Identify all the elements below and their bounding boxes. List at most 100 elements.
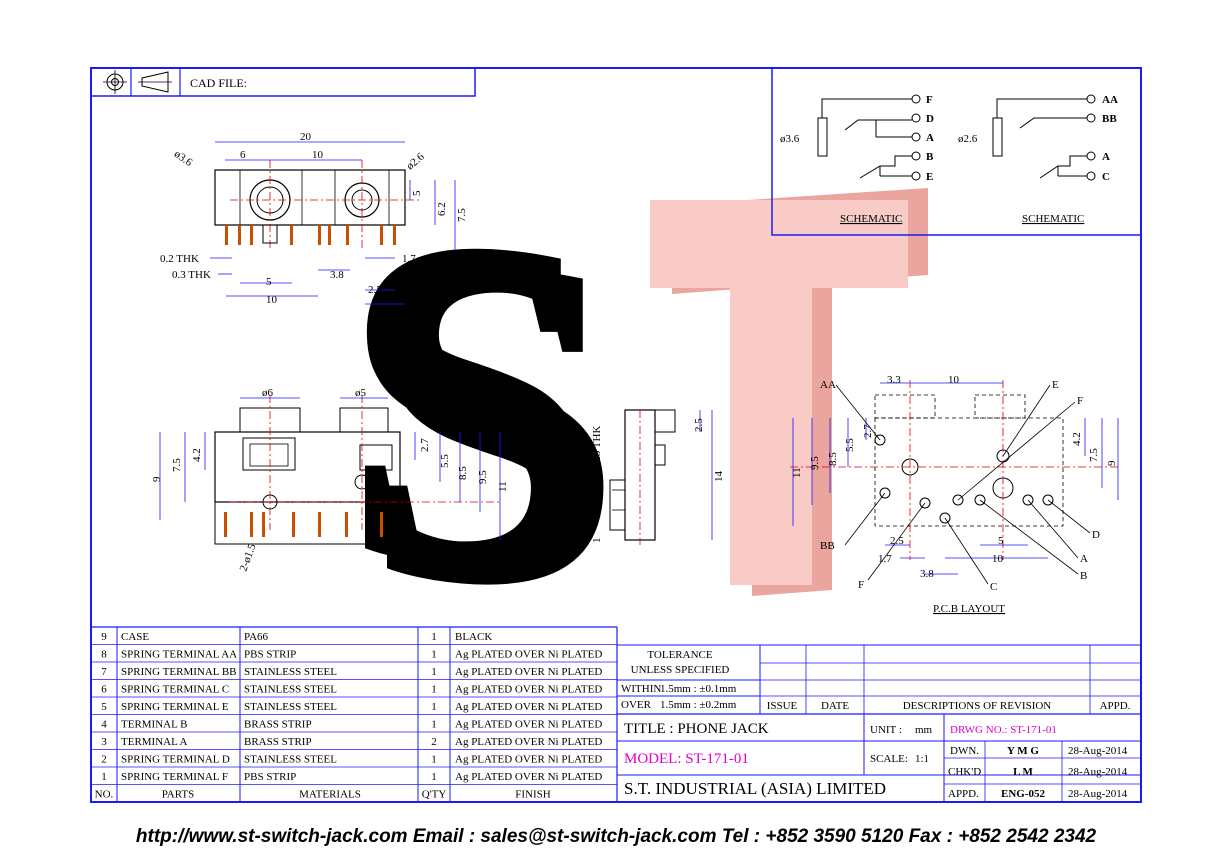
bom-cell-finish: Ag PLATED OVER Ni PLATED bbox=[455, 649, 602, 661]
drawing-number: DRWG NO.: ST-171-01 bbox=[950, 724, 1057, 736]
pcb-pin-e: E bbox=[1052, 379, 1059, 391]
pcb-dim-42: 4.2 bbox=[1071, 432, 1083, 446]
title-text: TITLE : PHONE JACK bbox=[624, 721, 769, 737]
bom-header-no: NO. bbox=[95, 789, 114, 801]
chk-value: L M bbox=[1013, 766, 1033, 778]
schematic-pin-bb: BB bbox=[1102, 113, 1117, 125]
schematic-pin-b: B bbox=[926, 151, 934, 163]
top-dim-d36: ø3.6 bbox=[172, 148, 195, 169]
top-dim-5b: 5 bbox=[266, 276, 272, 288]
top-dim-17: 1.7 bbox=[402, 253, 416, 265]
bom-cell-material: STAINLESS STEEL bbox=[244, 754, 337, 766]
bom-cell-finish: Ag PLATED OVER Ni PLATED bbox=[455, 719, 602, 731]
front-dim-42: 4.2 bbox=[191, 448, 203, 462]
bom-cell-part: CASE bbox=[121, 631, 149, 643]
rev-issue: ISSUE bbox=[767, 700, 798, 712]
top-thk-02: 0.2 THK bbox=[160, 253, 199, 265]
pcb-dim-55: 5.5 bbox=[844, 438, 856, 452]
pcb-pin-a: A bbox=[1080, 553, 1088, 565]
pcb-dim-33: 3.3 bbox=[887, 374, 901, 386]
top-thk-03: 0.3 THK bbox=[172, 269, 211, 281]
bom-cell-no: 4 bbox=[101, 719, 107, 731]
bom-cell-material: BRASS STRIP bbox=[244, 719, 312, 731]
bom-cell-qty: 1 bbox=[431, 771, 437, 783]
bom-cell-no: 2 bbox=[101, 754, 107, 766]
sheet-border bbox=[90, 67, 1142, 803]
pcb-pin-bb: BB bbox=[820, 540, 835, 552]
top-dim-75: 7.5 bbox=[456, 208, 468, 222]
model-text: MODEL: ST-171-01 bbox=[624, 751, 749, 767]
top-dim-10b: 10 bbox=[266, 294, 278, 306]
tolerance-over-value: 1.5mm : ±0.2mm bbox=[660, 699, 737, 711]
schematic-pin-e: E bbox=[926, 171, 933, 183]
bom-cell-no: 1 bbox=[101, 771, 107, 783]
bom-cell-part: TERMINAL B bbox=[121, 719, 188, 731]
top-dim-20: 20 bbox=[300, 131, 312, 143]
front-dim-d6: ø6 bbox=[262, 387, 274, 399]
schematic-left-diameter: ø3.6 bbox=[780, 133, 800, 145]
side-dim-25: 2.5 bbox=[693, 418, 705, 432]
front-dim-85: 8.5 bbox=[457, 466, 469, 480]
side-dim-1: 1 bbox=[591, 538, 603, 544]
front-dim-95: 9.5 bbox=[477, 470, 489, 484]
chk-label: CHK'D bbox=[948, 766, 981, 778]
tolerance-within-value: 1.5mm : ±0.1mm bbox=[660, 683, 737, 695]
pcb-dim-85: 8.5 bbox=[827, 452, 839, 466]
tolerance-over-label: OVER bbox=[621, 699, 652, 711]
pcb-dim-9: 9 bbox=[1106, 460, 1118, 466]
bom-cell-finish: Ag PLATED OVER Ni PLATED bbox=[455, 701, 602, 713]
projection-circle-icon bbox=[103, 70, 127, 94]
cad-file-label: CAD FILE: bbox=[190, 76, 247, 90]
bom-cell-part: SPRING TERMINAL D bbox=[121, 754, 230, 766]
top-view: 20 6 10 ø3.6 ø2.6 5 6.2 7.5 0.2 THK 0.3 … bbox=[160, 131, 468, 315]
top-dim-6: 6 bbox=[240, 149, 246, 161]
bom-cell-no: 9 bbox=[101, 631, 107, 643]
bom-cell-qty: 2 bbox=[431, 736, 437, 748]
bom-header-qty: Q'TY bbox=[422, 789, 447, 801]
watermark-s: S bbox=[340, 141, 601, 662]
bom-cell-material: STAINLESS STEEL bbox=[244, 684, 337, 696]
bom-cell-finish: Ag PLATED OVER Ni PLATED bbox=[455, 736, 602, 748]
appd-label: APPD. bbox=[948, 788, 979, 800]
tolerance-title: TOLERANCE bbox=[647, 649, 712, 661]
schematic-panel: ø3.6 F D A B E SCHEMATIC ø2.6 bbox=[771, 67, 1142, 236]
front-dim-11: 11 bbox=[497, 481, 509, 492]
front-dim-27: 2.7 bbox=[419, 438, 431, 452]
pcb-pin-d: D bbox=[1092, 529, 1100, 541]
bom-cell-material: STAINLESS STEEL bbox=[244, 666, 337, 678]
watermark-st: S S bbox=[340, 141, 928, 682]
top-dim-62: 6.2 bbox=[436, 202, 448, 216]
bom-cell-qty: 1 bbox=[431, 719, 437, 731]
bom-cell-part: SPRING TERMINAL C bbox=[121, 684, 229, 696]
unit-label: UNIT : bbox=[870, 724, 902, 736]
bom-cell-part: SPRING TERMINAL E bbox=[121, 701, 229, 713]
front-hole-label: 2-ø1.5 bbox=[238, 542, 259, 573]
schematic-left-label: SCHEMATIC bbox=[840, 213, 902, 225]
rev-date: DATE bbox=[821, 700, 849, 712]
pcb-dim-5: 5 bbox=[998, 535, 1004, 547]
appd-value: ENG-052 bbox=[1001, 788, 1046, 800]
tolerance-subtitle: UNLESS SPECIFIED bbox=[631, 664, 730, 676]
scale-label: SCALE: bbox=[870, 753, 908, 765]
pcb-dim-38: 3.8 bbox=[920, 568, 934, 580]
pcb-dim-95: 9.5 bbox=[809, 456, 821, 470]
cad-file-box: CAD FILE: bbox=[90, 67, 476, 97]
schematic-left: ø3.6 F D A B E SCHEMATIC bbox=[780, 94, 934, 225]
bom-cell-material: PA66 bbox=[244, 631, 269, 643]
pcb-pin-f2: F bbox=[858, 579, 864, 591]
watermark-s-shadow: S bbox=[362, 161, 623, 682]
title-block: ISSUE DATE DESCRIPTIONS OF REVISION APPD… bbox=[617, 644, 1141, 802]
bom-cell-finish: Ag PLATED OVER Ni PLATED bbox=[455, 754, 602, 766]
pcb-dim-10: 10 bbox=[948, 374, 960, 386]
bom-cell-no: 7 bbox=[101, 666, 107, 678]
bom-cell-finish: BLACK bbox=[455, 631, 492, 643]
watermark-t bbox=[650, 200, 908, 585]
front-dim-d5: ø5 bbox=[355, 387, 367, 399]
pcb-pin-c: C bbox=[990, 581, 997, 593]
schematic-pin-c: C bbox=[1102, 171, 1110, 183]
front-dim-55: 5.5 bbox=[439, 454, 451, 468]
top-dim-38: 3.8 bbox=[330, 269, 344, 281]
pcb-dim-11: 11 bbox=[791, 467, 803, 478]
